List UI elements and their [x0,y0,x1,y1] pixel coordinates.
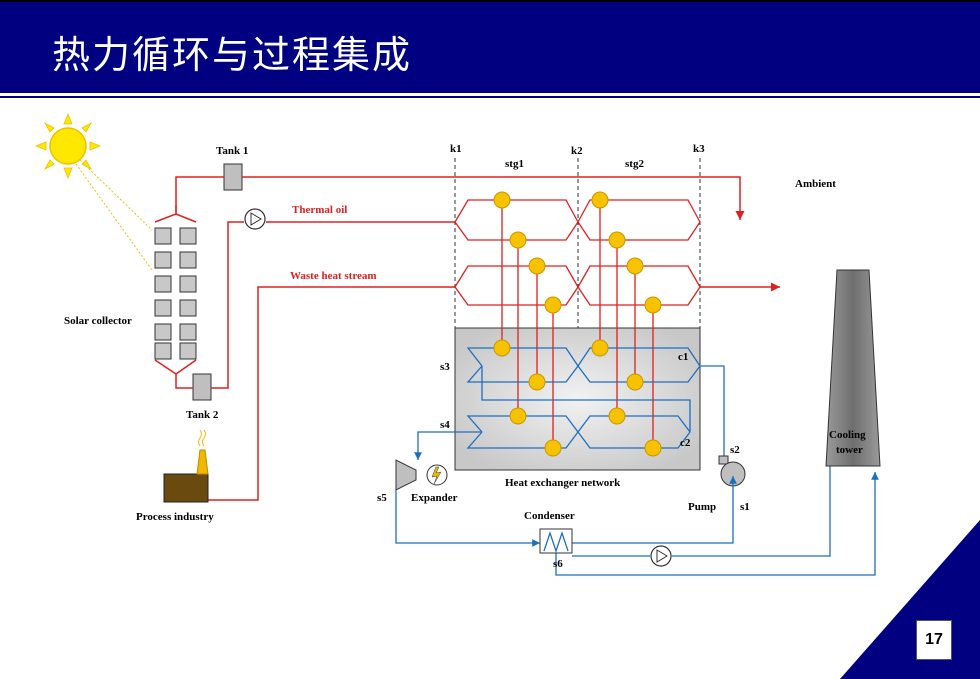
thermal-oil-label: Thermal oil [292,204,347,216]
ambient-label: Ambient [795,178,836,190]
c2-label: c2 [680,437,691,449]
s1-label: s1 [740,501,750,513]
s3-label: s3 [440,361,450,373]
expander-label: Expander [411,492,458,504]
k1-label: k1 [450,143,462,155]
cooling-tower [825,269,881,467]
process-industry-label: Process industry [136,511,214,523]
tank-2 [192,373,212,401]
stg1-label: stg1 [505,158,524,170]
c1-label: c1 [678,351,688,363]
k3-label: k3 [693,143,705,155]
thermal-oil-pump-icon [244,208,266,230]
s5-label: s5 [377,492,387,504]
process-diagram: Tank 1 Solar collector Tank 2 Thermal oi… [0,100,980,600]
sun-icon [34,112,153,271]
cycle-return-lines [395,448,879,576]
cooling-water-pump-icon [650,545,672,567]
k2-label: k2 [571,145,583,157]
page-number: 17 [916,620,952,660]
s4-label: s4 [440,419,450,431]
solar-collector [154,227,197,360]
tank-1-label: Tank 1 [216,145,248,157]
cycle-pump-icon [718,455,746,487]
tank-2-label: Tank 2 [186,409,219,421]
condenser-label: Condenser [524,510,575,522]
heat-exchangers [493,191,662,457]
condenser-icon [539,528,573,554]
s6-label: s6 [553,558,563,570]
process-diagram-svg: Tank 1 Solar collector Tank 2 Thermal oi… [34,112,881,576]
s2-label: s2 [730,444,740,456]
process-industry-icon [163,429,209,503]
stg2-label: stg2 [625,158,644,170]
cooling-tower-label-2: tower [836,444,863,456]
waste-heat-label: Waste heat stream [290,270,377,282]
header-rule-thick [0,88,980,93]
pump-label: Pump [688,501,716,513]
slide-title: 热力循环与过程集成 [52,33,413,77]
thermal-oil-loop [154,176,745,389]
slide-header: 热力循环与过程集成 [0,0,980,88]
hen-label: Heat exchanger network [505,477,621,489]
solar-collector-label: Solar collector [64,315,132,327]
cooling-tower-label-1: Cooling [829,429,866,441]
header-rule-thin [0,96,980,98]
waste-heat-line [208,282,780,501]
expander-icon [395,459,448,491]
